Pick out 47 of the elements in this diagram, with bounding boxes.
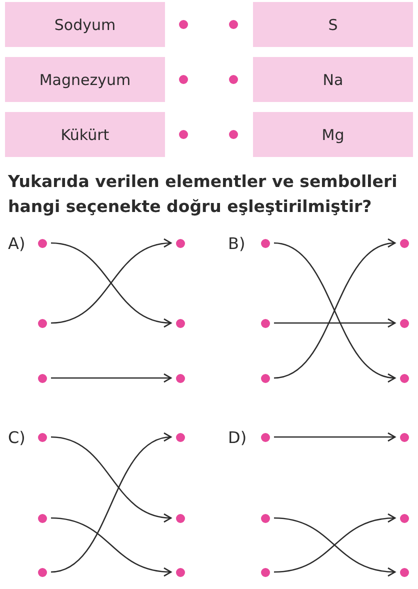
dot: [38, 568, 46, 576]
option-letter: C): [8, 427, 26, 449]
dot: [178, 130, 188, 138]
arrow: [50, 517, 172, 576]
dot: [176, 238, 184, 248]
arrow: [50, 434, 172, 573]
dot: [176, 568, 184, 576]
dot: [176, 374, 184, 382]
dot: [228, 20, 238, 28]
question-text: Yukarıda verilen elementler ve sembolleri hangi seçenekte doğru eşleştirilmiştir?: [8, 171, 398, 218]
option-letter: D): [228, 427, 247, 449]
dot: [260, 514, 270, 522]
element-box: Kükürt: [5, 112, 165, 157]
dot: [260, 238, 270, 248]
dot: [176, 318, 184, 328]
element-box: Sodyum: [5, 2, 165, 47]
dot: [400, 514, 408, 522]
element-box: Mg: [253, 112, 413, 157]
dot: [260, 318, 270, 328]
dot: [400, 568, 408, 576]
dot: [400, 432, 408, 442]
element-box: S: [253, 2, 413, 47]
arrow: [50, 436, 172, 522]
arrow: [274, 318, 396, 328]
dot: [38, 318, 46, 328]
dot: [176, 432, 184, 442]
dot: [228, 130, 238, 138]
dot: [260, 568, 270, 576]
dot: [38, 514, 46, 522]
option-letter: B): [228, 233, 246, 255]
dot: [38, 432, 46, 442]
dot: [178, 74, 188, 84]
dot: [228, 74, 238, 84]
dot: [38, 374, 46, 382]
dot: [176, 514, 184, 522]
element-box: Na: [253, 57, 413, 102]
dot: [260, 432, 270, 442]
arrow: [274, 432, 396, 442]
dot: [400, 318, 408, 328]
dot: [260, 374, 270, 382]
dot: [400, 238, 408, 248]
arrow: [51, 373, 172, 383]
dot: [178, 20, 188, 28]
dot: [400, 374, 408, 382]
dot: [38, 238, 46, 248]
option-letter: A): [8, 233, 26, 255]
element-box: Magnezyum: [5, 57, 165, 102]
